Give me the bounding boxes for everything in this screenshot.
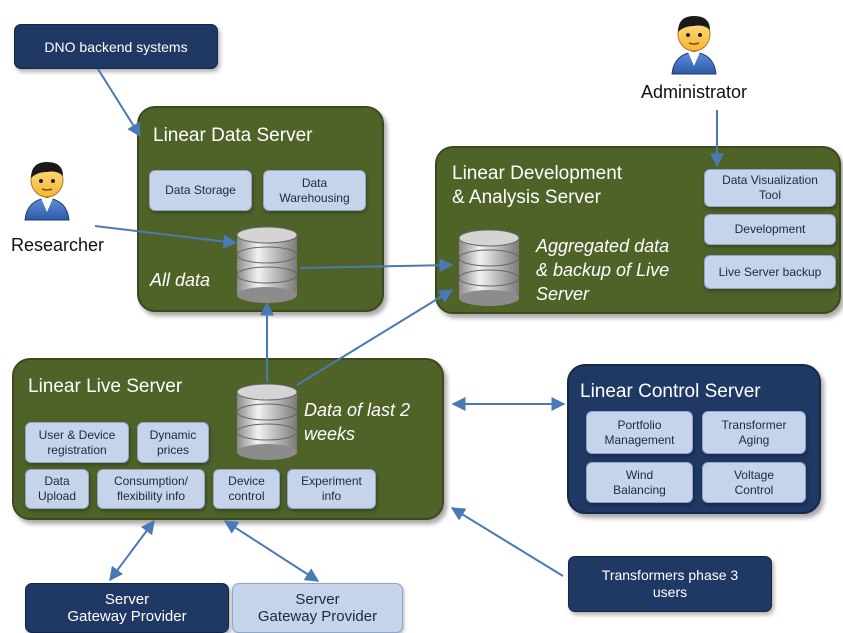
transformers-phase3-users-box: Transformers phase 3 users	[568, 556, 772, 612]
live-server-title: Linear Live Server	[28, 376, 183, 397]
aggregated-data-label: Aggregated data & backup of Live Server	[536, 236, 670, 304]
all-data-label: All data	[150, 270, 211, 290]
server-gateway-provider-light: Server Gateway Provider	[232, 583, 403, 633]
database-icon	[236, 383, 298, 460]
portfolio-management-box: Portfolio Management	[586, 411, 693, 454]
development-box: Development	[704, 214, 836, 245]
administrator-label: Administrator	[641, 82, 748, 102]
device-control-box: Device control	[213, 469, 280, 509]
last-2-weeks-label: Data of last 2 weeks	[304, 400, 411, 444]
arrow-live-to-dev	[296, 289, 454, 386]
data-storage-box: Data Storage	[149, 170, 252, 211]
dynamic-prices-box: Dynamic prices	[137, 422, 209, 463]
connection-arrows	[94, 68, 724, 582]
person-icon	[24, 162, 70, 221]
arrow-live-gateway-light	[223, 520, 320, 582]
consumption-flexibility-info-box: Consumption/ flexibility info	[97, 469, 205, 509]
data-server-title: Linear Data Server	[153, 125, 313, 146]
person-icon	[671, 16, 717, 75]
arrow-researcher-to-db	[94, 225, 238, 249]
live-server-backup-box: Live Server backup	[704, 255, 836, 289]
database-icon	[236, 226, 298, 303]
researcher-label: Researcher	[11, 235, 105, 255]
wind-balancing-box: Wind Balancing	[586, 462, 693, 503]
experiment-info-box: Experiment info	[287, 469, 376, 509]
voltage-control-box: Voltage Control	[702, 462, 806, 503]
control-server-title: Linear Control Server	[580, 381, 761, 402]
arrow-transformers-to-live	[450, 507, 564, 577]
data-visualization-tool-box: Data Visualization Tool	[704, 169, 836, 207]
dno-backend-systems-box: DNO backend systems	[14, 24, 218, 69]
arrow-live-gateway-dark	[109, 519, 155, 582]
user-device-registration-box: User & Device registration	[25, 422, 129, 463]
arrow-data-to-dev	[299, 258, 454, 273]
arrow-dno-to-data-server	[97, 68, 141, 138]
data-upload-box: Data Upload	[25, 469, 89, 509]
dev-server-title: Linear Development & Analysis Server	[452, 163, 623, 208]
transformer-aging-box: Transformer Aging	[702, 411, 806, 454]
database-icon	[458, 229, 520, 306]
data-warehousing-box: Data Warehousing	[263, 170, 366, 211]
